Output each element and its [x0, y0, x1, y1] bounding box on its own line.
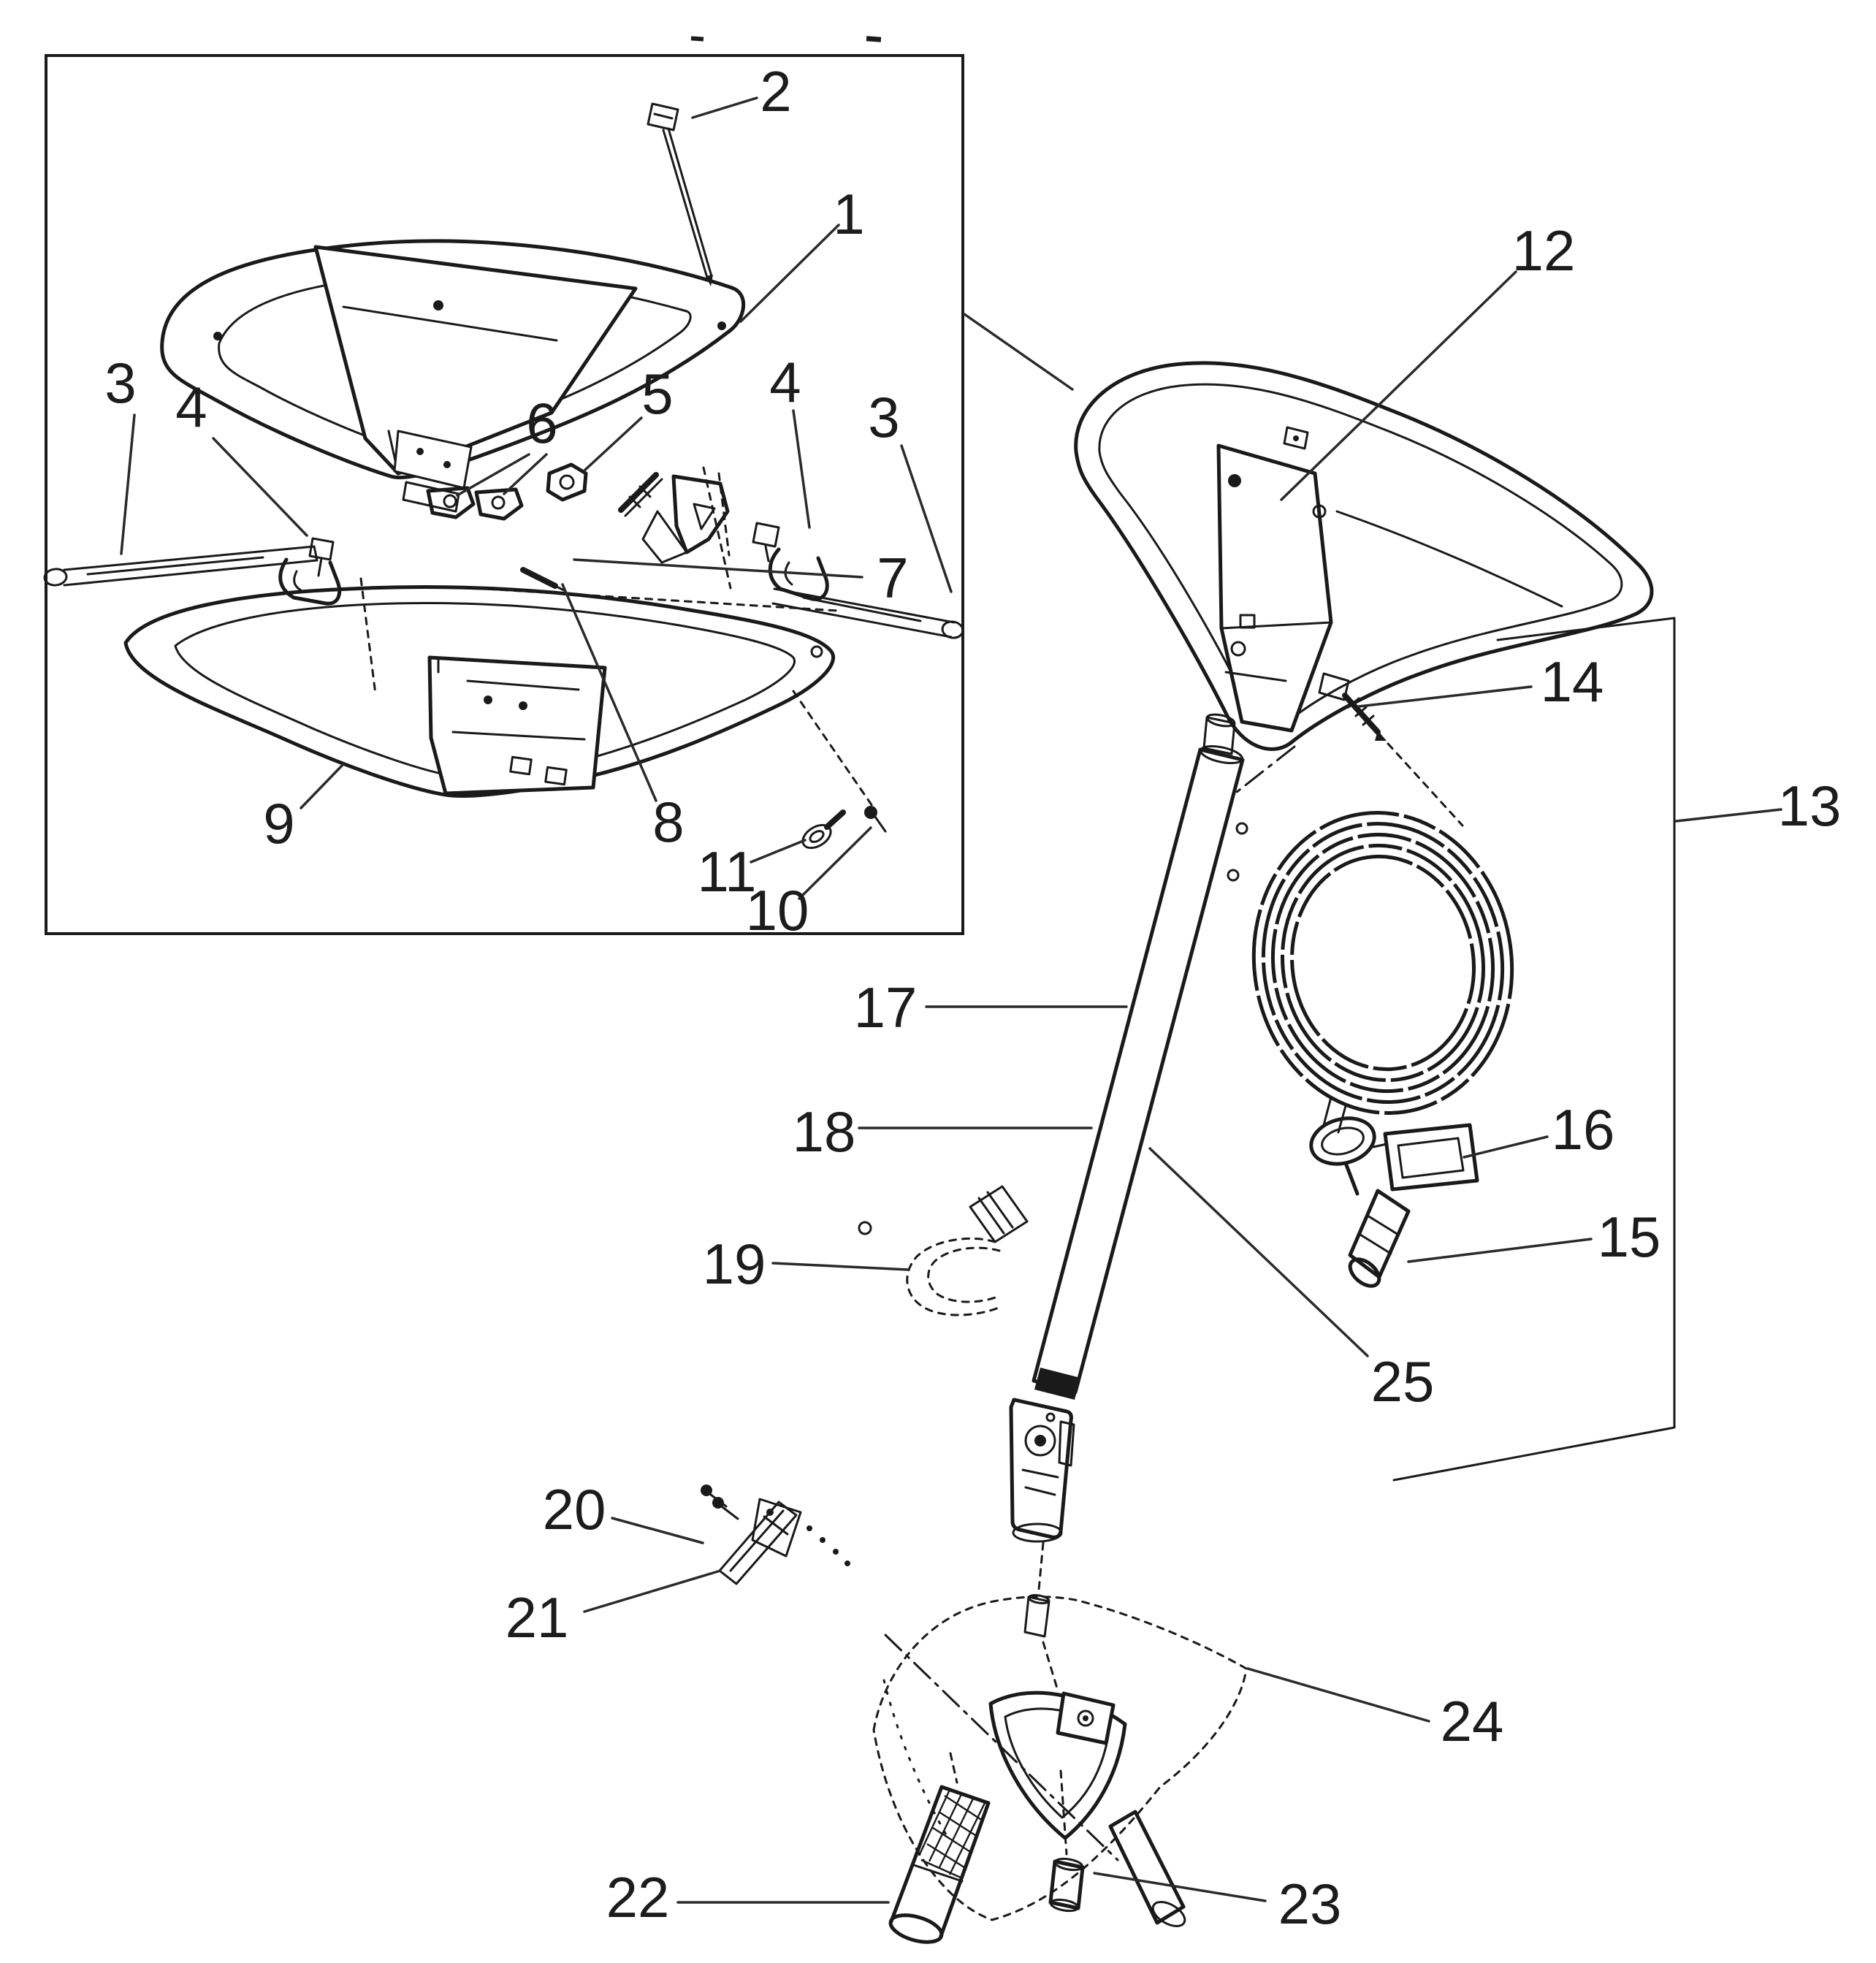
part-19-boot — [858, 1185, 1029, 1316]
part-label-9: 9 — [263, 791, 294, 855]
part-label-1: 1 — [833, 182, 864, 246]
axis-handle-to-shaft — [1232, 745, 1296, 796]
leader-6a — [456, 453, 530, 497]
leader-3-right — [900, 444, 953, 593]
part-label-11: 11 — [698, 839, 757, 904]
part-label-20: 20 — [543, 1477, 606, 1541]
part-label-18: 18 — [793, 1099, 856, 1164]
part-label-3R: 3 — [868, 385, 899, 449]
part-label-12: 12 — [1512, 218, 1576, 283]
part-label-8: 8 — [652, 790, 684, 854]
leader-21 — [583, 1569, 722, 1613]
leader-9 — [300, 763, 345, 809]
leader-7 — [573, 558, 863, 579]
part-2-screw — [647, 102, 713, 286]
dashed-14-to-cord — [1387, 742, 1464, 827]
part-9-lower-handlebar — [123, 585, 836, 798]
inset-box — [43, 54, 964, 935]
leader-25 — [1148, 1147, 1369, 1357]
leader-6b — [503, 453, 548, 495]
part-24-deck-housing — [872, 1596, 1248, 1927]
part-1-upper-handlebar — [160, 239, 745, 513]
leader-lines — [120, 96, 1782, 1904]
leader-5 — [583, 416, 643, 472]
leader-4-right — [792, 409, 811, 529]
leader-24 — [1246, 1667, 1430, 1723]
leader-23 — [1093, 1872, 1267, 1902]
leader-14 — [1357, 685, 1533, 708]
part-22-grip — [888, 1752, 991, 1944]
leader-19 — [771, 1262, 910, 1271]
part-label-24: 24 — [1441, 1689, 1504, 1753]
leader-12 — [1280, 270, 1517, 501]
leader-20 — [611, 1517, 704, 1544]
part-label-21: 21 — [506, 1585, 569, 1650]
part-label-22: 22 — [606, 1865, 670, 1929]
leader-11 — [750, 839, 807, 864]
leader-16 — [1463, 1135, 1549, 1159]
leader-10 — [798, 826, 872, 900]
part-label-5: 5 — [641, 362, 673, 426]
part-4-right-clamp — [752, 522, 829, 601]
part-14-screw — [1318, 672, 1387, 741]
shaft-adapter-pin — [1023, 1594, 1051, 1638]
leader-13 — [1674, 808, 1782, 823]
shaft-gearhead — [1009, 1398, 1075, 1543]
dashed-gearhead-to-pin — [1037, 1541, 1045, 1591]
leader-box-to-12 — [963, 313, 1074, 391]
leader-4-left — [212, 437, 308, 537]
part-label-17: 17 — [854, 975, 918, 1040]
part-23-plug — [1048, 1769, 1085, 1913]
part-6-clips — [426, 486, 524, 521]
part-label-4L: 4 — [175, 375, 207, 439]
part-label-14: 14 — [1541, 649, 1604, 714]
cord-coil — [1251, 811, 1514, 1115]
part-3-left-rod — [43, 545, 319, 587]
leader-15 — [1407, 1238, 1593, 1263]
part-label-2: 2 — [760, 59, 791, 123]
part-label-23: 23 — [1278, 1872, 1342, 1936]
inset-box-border — [45, 54, 964, 935]
part-16-strap-tag — [1309, 1116, 1479, 1192]
part-label-25: 25 — [1371, 1349, 1435, 1414]
part-5-nut — [546, 462, 588, 502]
part-label-19: 19 — [703, 1232, 766, 1296]
leader-2 — [691, 96, 758, 119]
part-11-bolt — [801, 809, 846, 850]
dashed-pin-to-deck — [1042, 1641, 1059, 1692]
scan-marks — [690, 36, 882, 42]
assembly-dashed-lines — [359, 466, 875, 809]
leader-1 — [739, 224, 840, 323]
part-8-pin — [520, 567, 567, 592]
part-label-13: 13 — [1778, 774, 1842, 838]
part-label-4R: 4 — [769, 350, 801, 414]
part-label-15: 15 — [1598, 1205, 1661, 1269]
leader-8 — [561, 583, 657, 802]
part-20-screws — [701, 1484, 739, 1520]
part-label-16: 16 — [1552, 1097, 1615, 1162]
part-label-10: 10 — [746, 878, 809, 942]
part-15-plug — [1343, 1161, 1411, 1288]
part-10-screw — [864, 806, 887, 833]
part-21-bracket — [718, 1498, 850, 1585]
part-label-3L: 3 — [104, 351, 136, 415]
part-label-7: 7 — [877, 546, 908, 610]
part-label-6: 6 — [526, 391, 557, 455]
part-13-bracket — [1392, 617, 1676, 1482]
part-7-bracket — [618, 472, 731, 564]
grip-knurl — [918, 1789, 986, 1879]
leader-3-left — [120, 413, 136, 555]
part-17-18-shaft — [1032, 713, 1248, 1400]
